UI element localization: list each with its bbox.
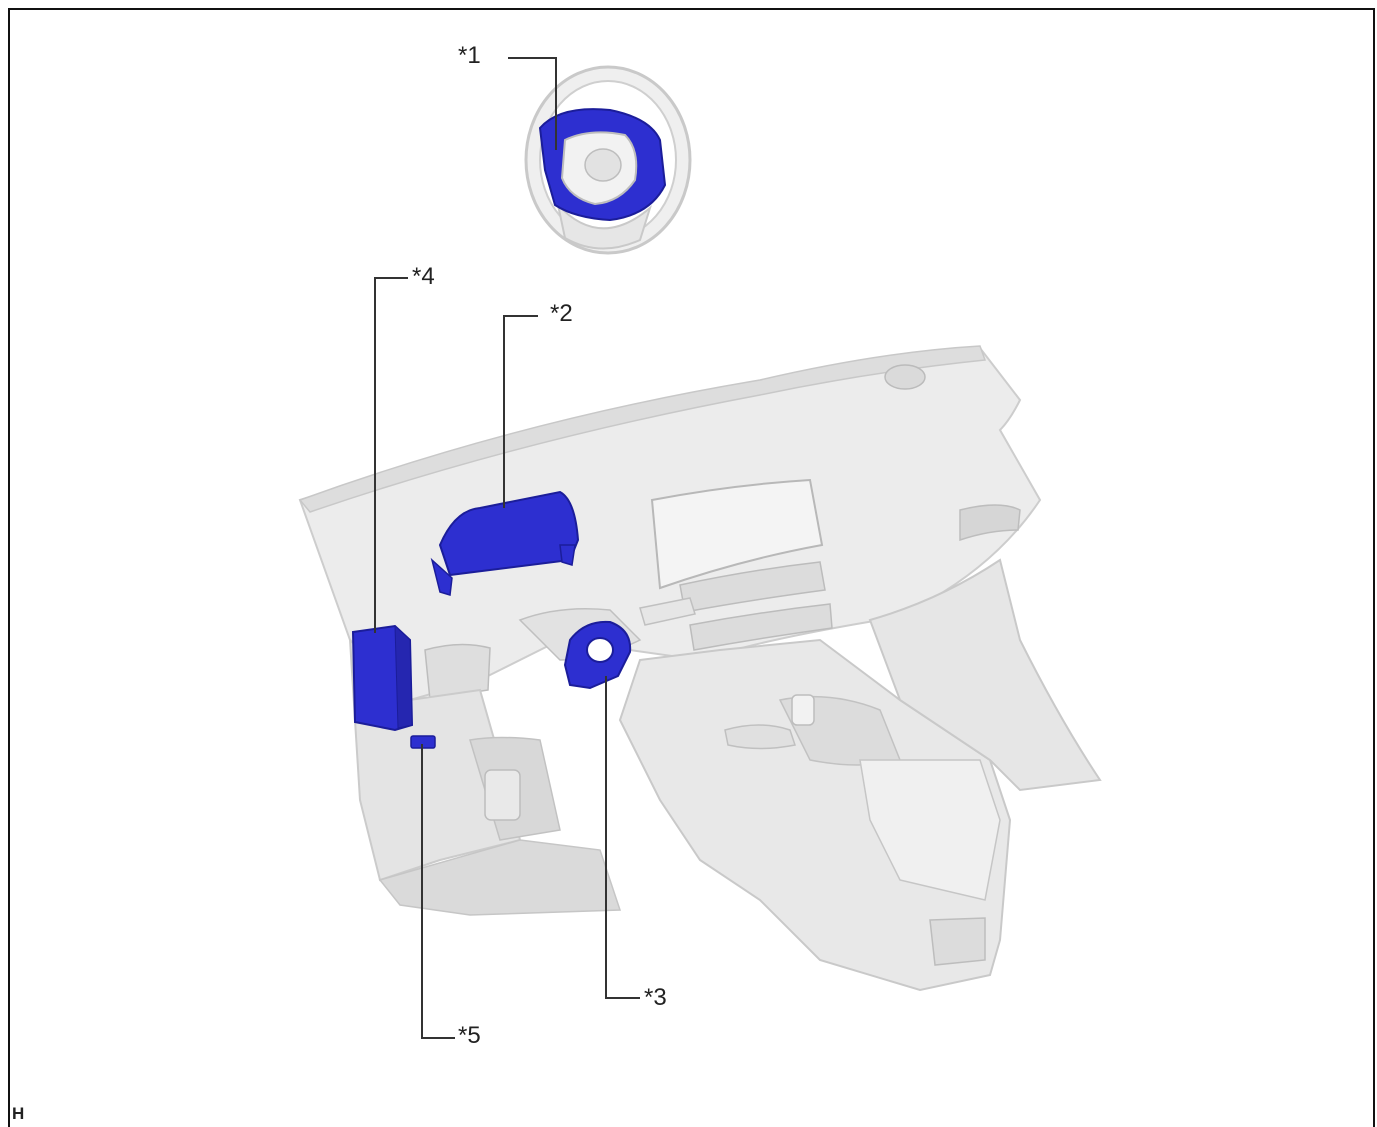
callout-1: *1 xyxy=(458,42,481,69)
leader-line-5 xyxy=(421,744,455,1039)
spiral-cable-highlight xyxy=(563,620,632,690)
callout-4: *4 xyxy=(412,263,435,290)
callout-5: *5 xyxy=(458,1022,481,1049)
callout-2: *2 xyxy=(550,300,573,327)
leader-lines xyxy=(374,57,640,1039)
callout-3: *3 xyxy=(644,984,667,1011)
figure-frame xyxy=(8,8,1375,1127)
steering-pad-switch-highlight xyxy=(538,108,667,222)
leader-line-4 xyxy=(374,277,408,633)
leader-line-1 xyxy=(508,57,557,150)
leader-line-2 xyxy=(503,315,538,508)
instrument-panel xyxy=(298,345,1042,702)
control-module-highlight xyxy=(351,624,414,732)
leader-line-3 xyxy=(605,676,640,999)
lower-panel-and-console xyxy=(348,558,1102,992)
combination-meter-highlight xyxy=(430,490,580,596)
figure-code: H xyxy=(12,1104,25,1123)
